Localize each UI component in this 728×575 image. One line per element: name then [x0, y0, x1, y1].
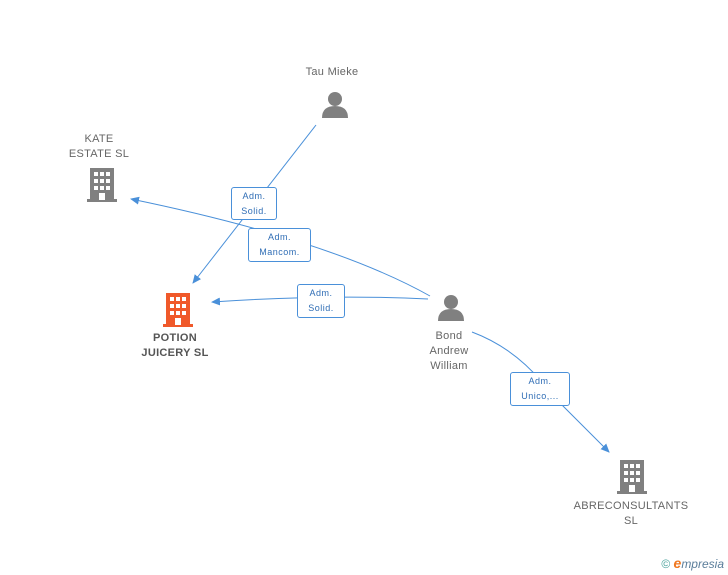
building-icon[interactable]: [87, 168, 117, 202]
building-icon[interactable]: [617, 460, 647, 494]
copyright-symbol: ©: [661, 557, 671, 571]
node-label-abreconsultants[interactable]: ABRECONSULTANTS SL: [573, 500, 689, 527]
brand-name: empresia: [673, 555, 724, 571]
node-label-kate-estate[interactable]: KATE ESTATE SL: [68, 133, 130, 160]
node-label-bond-andrew-william[interactable]: Bond Andrew William: [429, 330, 469, 372]
node-label-potion-juicery[interactable]: POTION JUICERY SL: [141, 332, 209, 359]
person-icon[interactable]: [321, 90, 349, 118]
node-label-tau-mieke[interactable]: Tau Mieke: [305, 66, 359, 78]
main-company-building-icon[interactable]: [163, 293, 193, 327]
edge-label-bond-to-kate[interactable]: Adm. Mancom.: [248, 228, 311, 262]
empresia-logo: © empresia: [661, 555, 724, 571]
person-icon[interactable]: [437, 293, 465, 321]
edge-label-tau-to-potion[interactable]: Adm. Solid.: [231, 187, 277, 220]
edge-label-bond-to-abre[interactable]: Adm. Unico,...: [510, 372, 570, 406]
edge-label-bond-to-potion[interactable]: Adm. Solid.: [297, 284, 345, 318]
